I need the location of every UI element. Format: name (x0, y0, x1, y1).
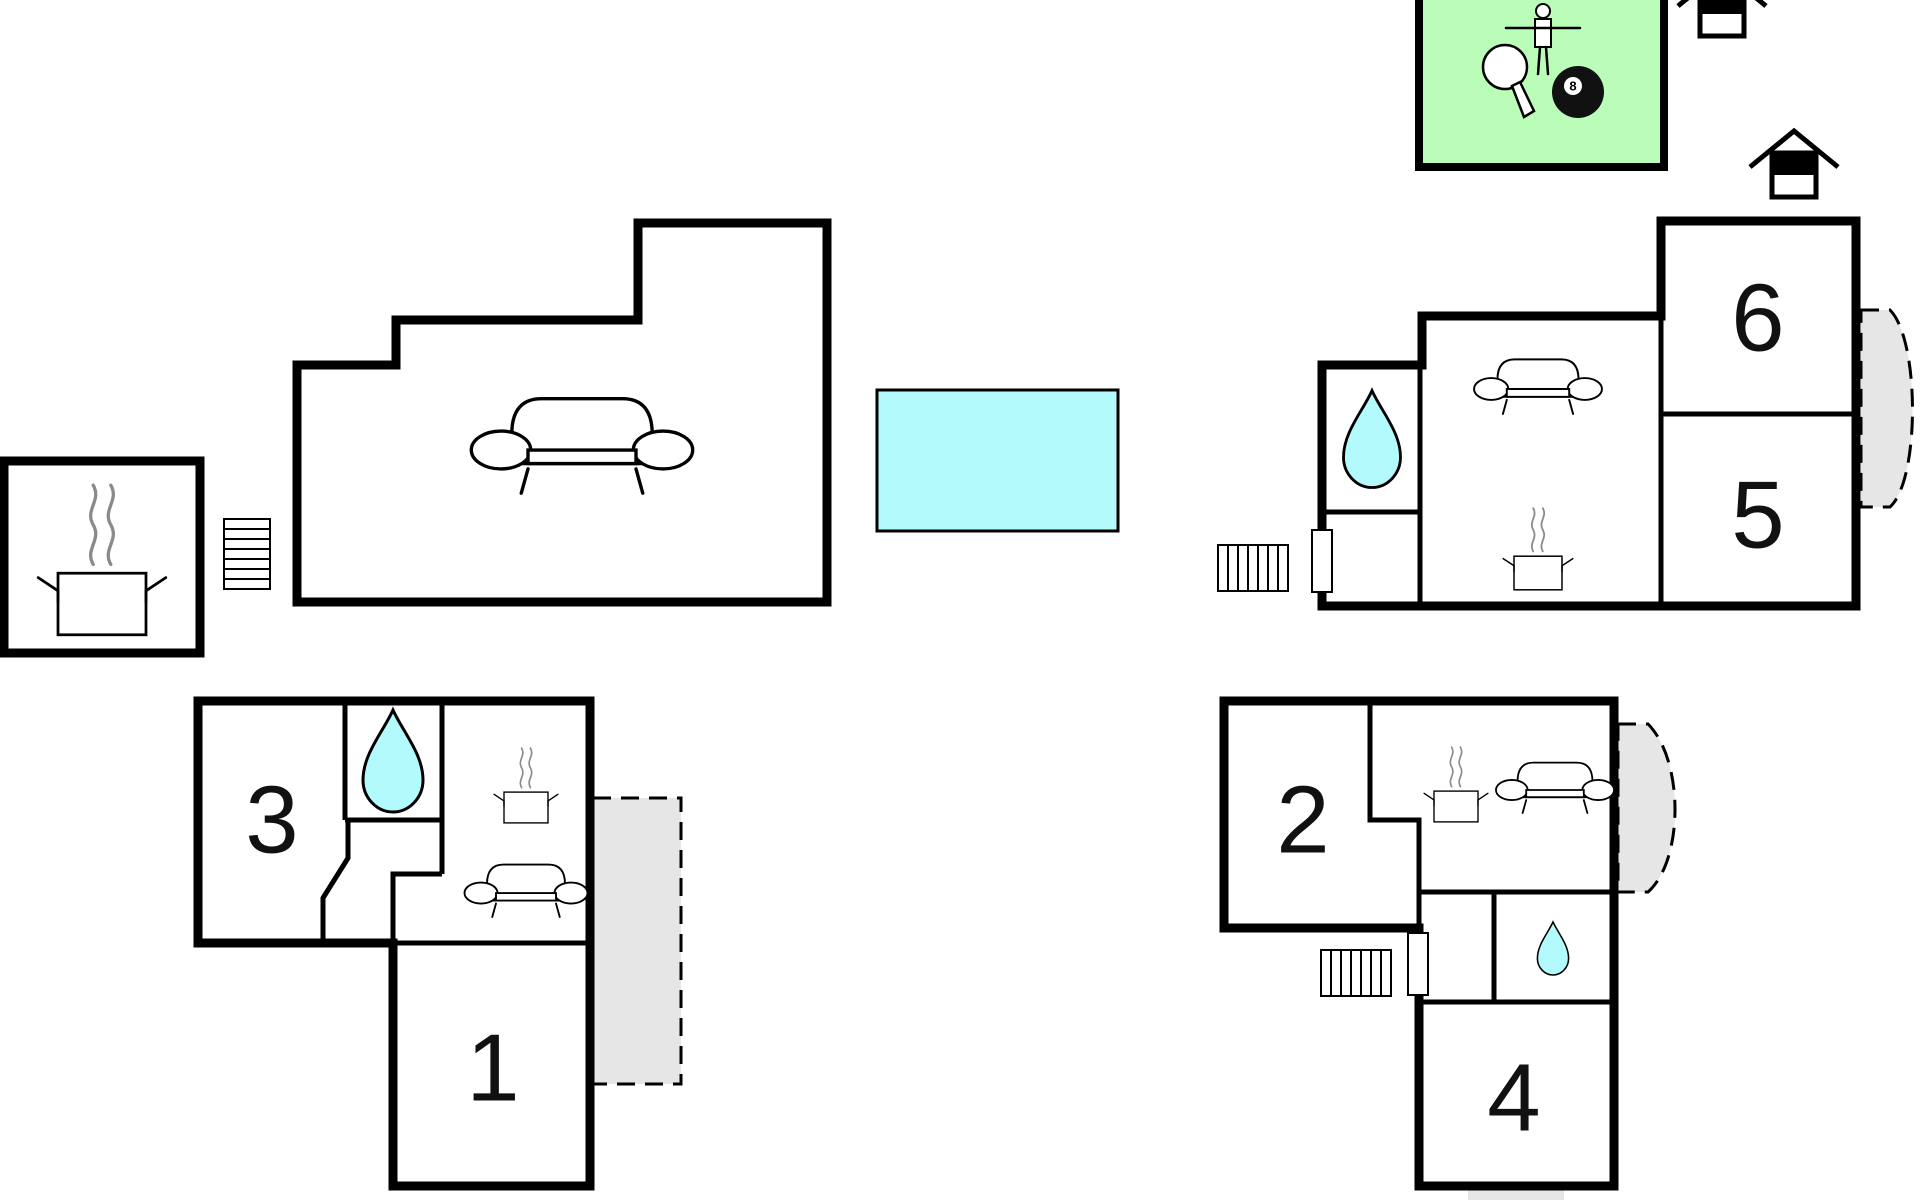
room-1-number: 1 (466, 1015, 519, 1122)
cooking-pot-icon (493, 747, 559, 824)
ping-pong-icon (1481, 43, 1536, 119)
room-6-number: 6 (1731, 265, 1784, 372)
games-room: 8 (1415, 0, 1668, 171)
stairs-icon (1217, 544, 1289, 592)
billiard-ball-number: 8 (1569, 79, 1576, 94)
stairs-icon (223, 518, 271, 590)
door-step (1311, 529, 1333, 593)
sofa-icon (1495, 761, 1615, 814)
water-drop-icon (361, 708, 425, 814)
apartment-upper-right: 6 5 (1311, 216, 1914, 611)
room-5-number: 5 (1731, 462, 1784, 569)
billiard-ball-icon: 8 (1552, 66, 1604, 118)
living-hall (292, 218, 832, 607)
apartment-lower-left: 3 1 (193, 696, 683, 1191)
swimming-pool (875, 388, 1120, 533)
stairs-icon (1320, 949, 1392, 997)
house-icon (1750, 131, 1838, 197)
table-football-icon (1504, 3, 1582, 76)
door-step (1407, 932, 1429, 996)
sofa-icon (1473, 358, 1603, 415)
outdoor-kitchen (0, 456, 205, 658)
water-drop-icon (1536, 921, 1570, 976)
sofa-icon (469, 397, 695, 495)
room-3-number: 3 (245, 767, 298, 874)
house-icon (1678, 0, 1766, 36)
water-drop-icon (1342, 389, 1402, 489)
cooking-pot-icon (36, 483, 168, 637)
room-2-number: 2 (1276, 767, 1329, 874)
cooking-pot-icon (1423, 746, 1489, 823)
apartment-lower-right: 2 4 (1219, 696, 1677, 1200)
room-4-number: 4 (1487, 1045, 1540, 1152)
cooking-pot-icon (1502, 507, 1574, 591)
sofa-icon (463, 863, 589, 918)
